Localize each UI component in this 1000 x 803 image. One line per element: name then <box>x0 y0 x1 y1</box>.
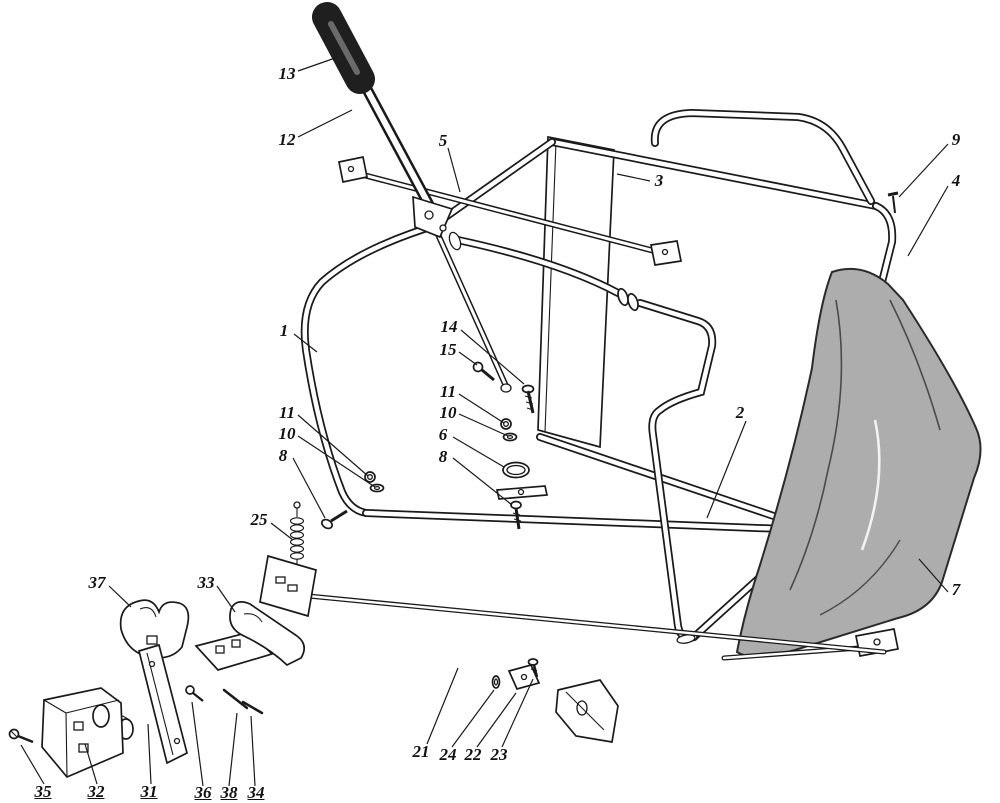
center-panel <box>537 135 615 449</box>
fabric-bag <box>735 268 982 658</box>
part-label-7: 7 <box>951 580 961 599</box>
hook-bracket-37 <box>119 599 190 659</box>
part-label-8b: 8 <box>278 446 288 465</box>
part-label-5: 5 <box>438 131 448 150</box>
plate-31 <box>137 643 188 765</box>
part-label-35: 35 <box>34 782 52 801</box>
part-label-3: 3 <box>654 171 664 190</box>
part-label-10b: 10 <box>278 424 296 443</box>
part-label-37: 37 <box>88 573 106 592</box>
part-label-38: 38 <box>220 783 238 802</box>
channel-bracket-32 <box>41 687 134 779</box>
part-label-15: 15 <box>439 340 457 359</box>
support-bar <box>338 155 683 266</box>
part-label-8: 8 <box>438 447 448 466</box>
part-label-36: 36 <box>194 783 212 802</box>
rod-end-bracket <box>555 679 619 743</box>
handle-shaft <box>362 80 512 393</box>
part-label-34: 34 <box>247 783 265 802</box>
part-label-22: 22 <box>464 745 482 764</box>
part-label-10: 10 <box>439 403 457 422</box>
part-label-13: 13 <box>278 64 296 83</box>
part-label-6: 6 <box>438 425 448 444</box>
part-label-31: 31 <box>140 782 158 801</box>
part-label-1: 1 <box>279 321 289 340</box>
part-label-23: 23 <box>490 745 508 764</box>
handle-grip <box>312 2 375 94</box>
handle-bracket <box>412 195 462 251</box>
part-label-12: 12 <box>278 130 296 149</box>
rod-hardware <box>491 658 541 691</box>
part-label-25: 25 <box>250 510 268 529</box>
mid-hardware <box>320 191 899 530</box>
part-label-32: 32 <box>87 782 105 801</box>
part-label-11b: 11 <box>278 403 296 422</box>
spring-assembly <box>259 501 317 618</box>
part-label-24: 24 <box>439 745 457 764</box>
part-label-2: 2 <box>735 403 745 422</box>
part-label-14: 14 <box>440 317 458 336</box>
latch-assembly-33 <box>194 601 306 671</box>
rim-clamp-rings <box>617 287 639 312</box>
part-label-9: 9 <box>951 130 961 149</box>
part-label-33: 33 <box>197 573 215 592</box>
part-label-4: 4 <box>951 171 961 190</box>
small-fasteners <box>8 685 264 744</box>
part-label-11: 11 <box>439 382 457 401</box>
part-label-21: 21 <box>412 742 430 761</box>
leader-lines <box>20 56 949 787</box>
